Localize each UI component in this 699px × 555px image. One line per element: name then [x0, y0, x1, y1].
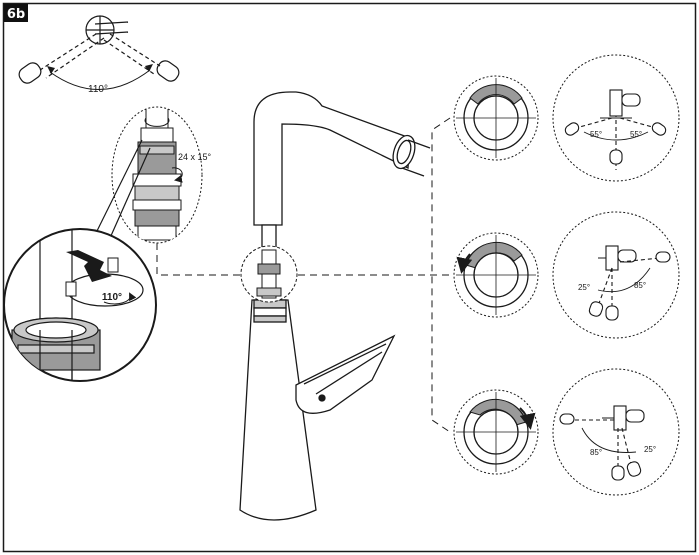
counterclockwise-arrow-icon [456, 253, 473, 274]
spline-label: 24 x 15° [178, 152, 212, 162]
option-1-left-angle: 55° [590, 130, 602, 139]
stop-ring-detail [3, 228, 157, 382]
option-2-ring [453, 232, 539, 318]
rotation-overview [18, 15, 180, 90]
clockwise-arrow-icon [519, 407, 536, 430]
rotation-arrow-icon [49, 69, 151, 90]
step-label: 6b [7, 7, 25, 22]
faucet [239, 91, 431, 521]
cartridge-detail [111, 106, 203, 244]
push-down-arrow-icon [66, 250, 112, 282]
option-3-ring [453, 389, 539, 475]
option-2-left-angle: 25° [578, 283, 590, 292]
zoom-connector [94, 139, 151, 239]
option-1-right-angle-label: 55° [630, 130, 642, 139]
option-2-lever [552, 211, 680, 339]
option-1-ring [453, 75, 539, 161]
option-3-right-angle: 25° [644, 445, 656, 454]
stop-ring-angle-label: 110° [102, 292, 122, 303]
option-3-left-angle: 85° [590, 448, 602, 457]
rotation-angle-label: 110° [88, 84, 108, 95]
faucet-detail-circle [240, 245, 298, 303]
option-1-lever [552, 54, 680, 182]
option-3-lever [552, 368, 680, 496]
detail-leader-line [156, 243, 242, 276]
option-2-right-angle: 85° [634, 281, 646, 290]
step-badge: 6b [4, 4, 28, 22]
